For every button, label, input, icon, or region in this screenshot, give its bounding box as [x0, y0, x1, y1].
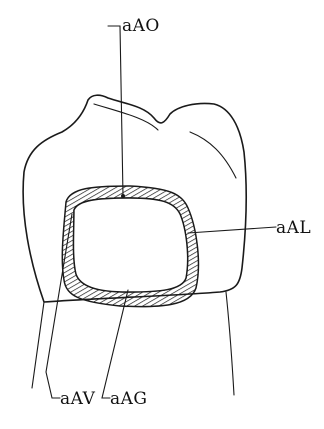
cavity-preparation [62, 186, 198, 307]
label-aAL: aAL [276, 218, 311, 238]
label-aAO: aAO [122, 16, 160, 36]
cavity-floor [74, 198, 188, 292]
label-aAG: aAG [110, 389, 148, 409]
label-aAV: aAV [60, 389, 96, 409]
tooth-root-lines [32, 292, 234, 395]
leader-aAL [188, 227, 276, 233]
